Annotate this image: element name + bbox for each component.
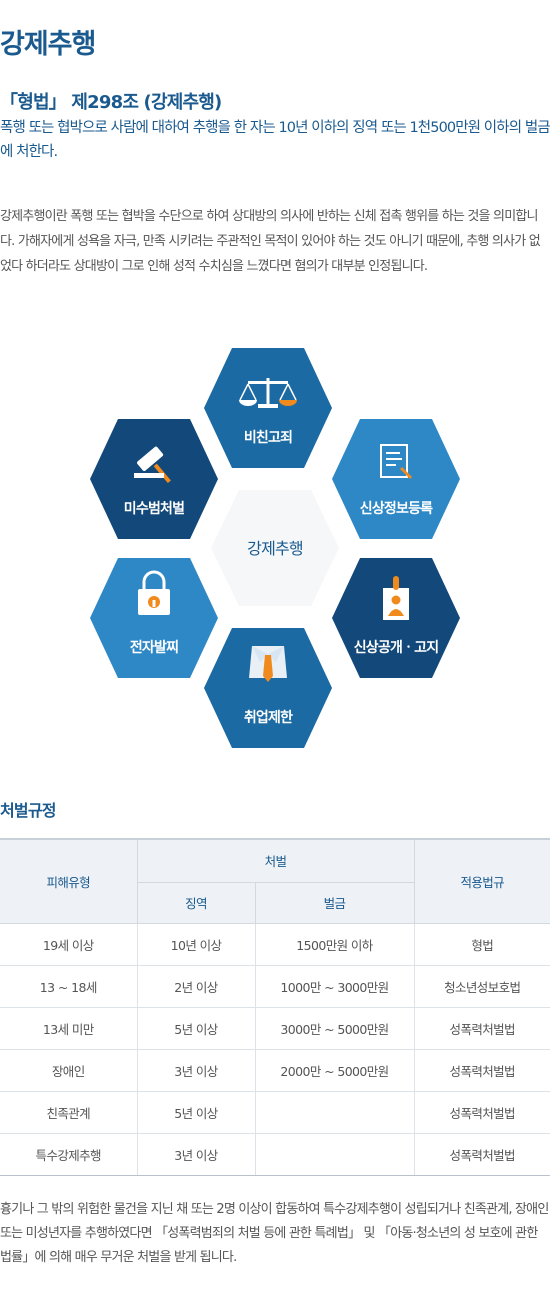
cell-prison: 10년 이상: [136, 922, 256, 966]
node-attempt-punishment: 미수범처벌: [90, 419, 218, 539]
cell-victim: 13세 미만: [0, 1006, 138, 1050]
node-hex: [90, 558, 218, 678]
center-hexagon: 강제추행: [211, 490, 339, 606]
cell-victim: 특수강제추행: [0, 1132, 138, 1176]
header-prison: 징역: [137, 881, 256, 924]
table-row: 13세 미만 5년 이상 3000만 ~ 5000만원 성폭력처벌법: [0, 1006, 550, 1050]
header-fine: 벌금: [254, 881, 414, 924]
header-law: 적용법규: [413, 838, 550, 924]
node-hex: [90, 419, 218, 539]
cell-prison: 2년 이상: [136, 964, 256, 1008]
node-label: 비친고죄: [244, 430, 292, 446]
node-hex: [332, 419, 460, 539]
node-registration: 신상정보등록: [332, 419, 460, 539]
cell-victim: 13 ~ 18세: [0, 964, 138, 1008]
description: 강제추행이란 폭행 또는 협박을 수단으로 하여 상대방의 의사에 반하는 신체…: [0, 209, 541, 274]
cell-law: 청소년성보호법: [413, 964, 550, 1008]
cell-victim: 장애인: [0, 1048, 138, 1092]
cell-victim: 친족관계: [0, 1090, 138, 1134]
node-employment: 취업제한: [204, 628, 332, 748]
cell-fine: 3000만 ~ 5000만원: [254, 1006, 415, 1050]
penalty-table: 피해유형 처벌 적용법규 징역 벌금 19세 이상 10년 이상 1500만원 …: [0, 838, 550, 1176]
id-badge-icon: [383, 576, 409, 620]
table-row: 특수강제추행 3년 이상 성폭력처벌법: [0, 1132, 550, 1176]
cell-law: 성폭력처벌법: [413, 1090, 550, 1134]
center-label: 강제추행: [247, 539, 303, 558]
cell-victim: 19세 이상: [0, 922, 138, 966]
footnote: 흉기나 그 밖의 위험한 물건을 지닌 채 또는 2명 이상이 합동하여 특수강…: [0, 1202, 549, 1265]
node-label: 신상공개ㆍ고지: [354, 640, 439, 656]
node-label: 신상정보등록: [360, 500, 433, 517]
node-disclosure: 신상공개ㆍ고지: [332, 558, 460, 678]
center-hex-shape: [211, 490, 339, 606]
header-victim-type: 피해유형: [0, 838, 138, 924]
node-label: 취업제한: [244, 710, 293, 726]
padlock-icon: [138, 570, 170, 615]
table-row: 장애인 3년 이상 2000만 ~ 5000만원 성폭력처벌법: [0, 1048, 550, 1092]
scale-icon: [239, 378, 297, 408]
table-row: 13 ~ 18세 2년 이상 1000만 ~ 3000만원 청소년성보호법: [0, 964, 550, 1008]
cell-fine: [254, 1090, 415, 1134]
cell-prison: 3년 이상: [136, 1132, 256, 1176]
node-label: 미수범처벌: [124, 500, 184, 517]
law-text: 폭행 또는 협박으로 사람에 대하여 추행을 한 자는 10년 이하의 징역 또…: [0, 120, 550, 160]
cell-prison: 3년 이상: [136, 1048, 256, 1092]
cell-law: 형법: [413, 922, 550, 966]
cell-prison: 5년 이상: [136, 1090, 256, 1134]
cell-fine: 2000만 ~ 5000만원: [254, 1048, 415, 1092]
cell-fine: 1000만 ~ 3000만원: [254, 964, 415, 1008]
cell-law: 성폭력처벌법: [413, 1132, 550, 1176]
gavel-icon: [134, 446, 171, 484]
node-label: 전자발찌: [130, 639, 178, 656]
consequence-diagram: 강제추행 비친고죄: [0, 340, 550, 750]
page-title: 강제추행: [0, 29, 96, 60]
cell-fine: 1500만원 이하: [254, 922, 415, 966]
header-punishment: 처벌: [136, 838, 415, 883]
cell-fine: [254, 1132, 415, 1176]
penalty-section-title: 처벌규정: [0, 801, 56, 820]
table-row: 친족관계 5년 이상 성폭력처벌법: [0, 1090, 550, 1134]
cell-prison: 5년 이상: [136, 1006, 256, 1050]
node-electronic-anklet: 전자발찌: [90, 558, 218, 678]
cell-law: 성폭력처벌법: [413, 1006, 550, 1050]
table-row: 19세 이상 10년 이상 1500만원 이하 형법: [0, 922, 550, 966]
document-pen-icon: [380, 444, 412, 479]
shirt-tie-icon: [249, 646, 287, 682]
diagram-svg: 강제추행 비친고죄: [90, 348, 460, 748]
node-non-complaint: 비친고죄: [204, 348, 332, 468]
cell-law: 성폭력처벌법: [413, 1048, 550, 1092]
law-heading: 「형법」 제298조 (강제추행): [0, 92, 222, 113]
